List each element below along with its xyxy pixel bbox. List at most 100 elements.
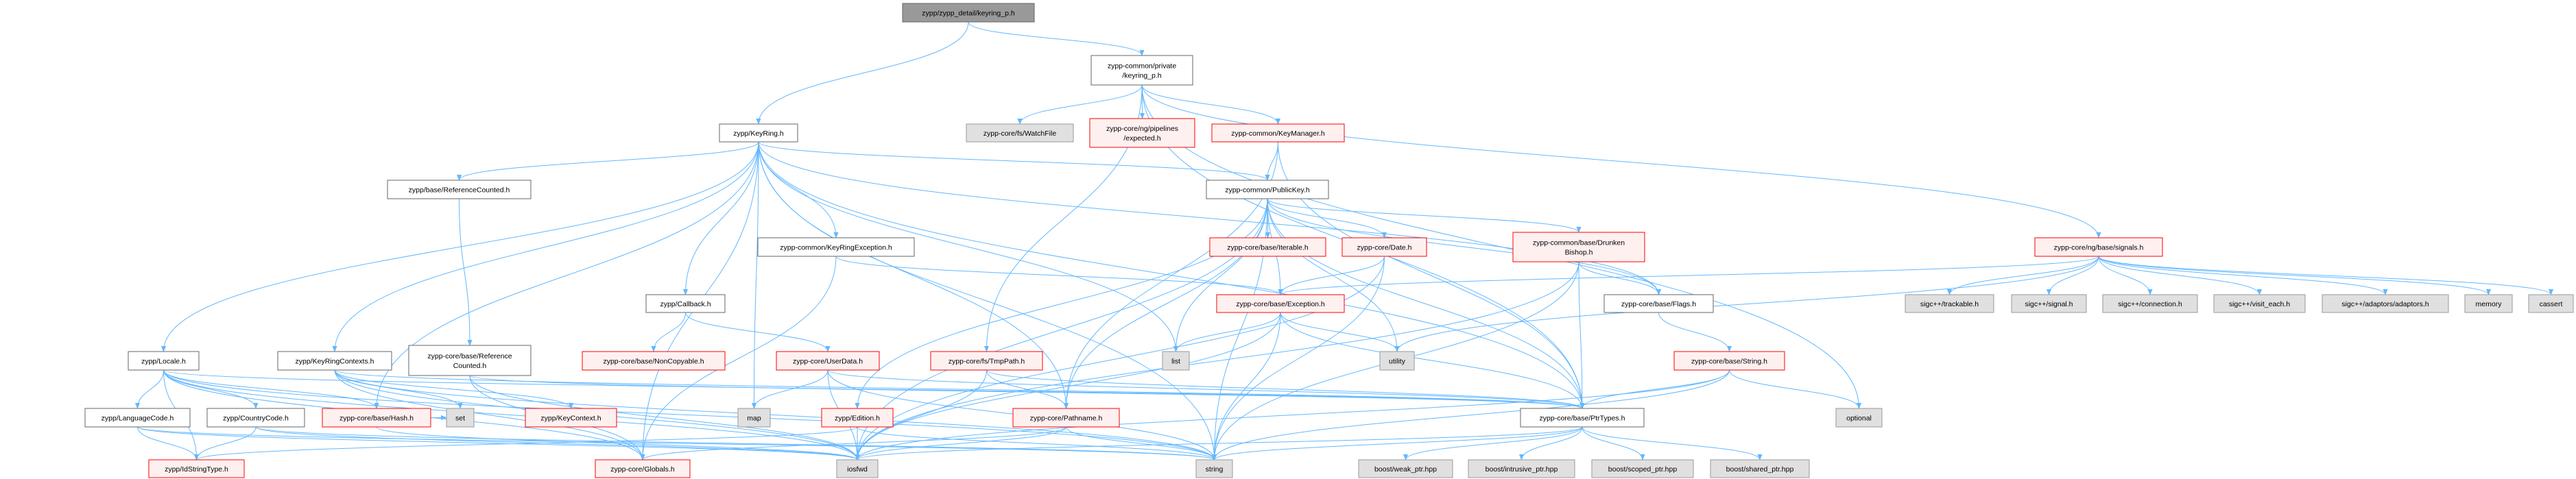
node-callback[interactable]: zypp/Callback.h bbox=[645, 294, 726, 313]
node-box bbox=[1012, 408, 1120, 428]
edge-keyring-to-ptrtypes bbox=[758, 141, 1585, 409]
edge-flags-to-string_h bbox=[1658, 312, 1732, 352]
node-signals[interactable]: zypp-core/ng/base/signals.h bbox=[2034, 237, 2163, 257]
node-flags[interactable]: zypp-core/base/Flags.h bbox=[1603, 294, 1714, 313]
edge-keyring-to-pathname bbox=[758, 141, 1069, 409]
node-publickey[interactable]: zypp-common/PublicKey.h bbox=[1206, 180, 1329, 199]
node-keyring[interactable]: zypp/KeyRing.h bbox=[719, 123, 798, 143]
node-globals[interactable]: zypp-core/Globals.h bbox=[595, 459, 691, 478]
edge-countrycode-to-idstring bbox=[193, 426, 257, 460]
edge-keyring-to-publickey bbox=[758, 141, 1270, 181]
node-expected[interactable]: zypp-core/ng/pipelines/expected.h bbox=[1089, 118, 1195, 148]
node-iosfwd: iosfwd bbox=[836, 459, 879, 478]
node-label: zypp/CountryCode.h bbox=[223, 415, 289, 423]
node-label: list bbox=[1171, 358, 1180, 366]
node-ptrtypes[interactable]: zypp-core/base/PtrTypes.h bbox=[1520, 408, 1645, 428]
node-countrycode[interactable]: zypp/CountryCode.h bbox=[206, 408, 305, 428]
edge-exception-to-string bbox=[1211, 312, 1281, 460]
edge-exception-to-utility bbox=[1280, 312, 1400, 352]
node-tmppath[interactable]: zypp-core/fs/TmpPath.h bbox=[930, 351, 1043, 371]
edge-publickey-to-edition bbox=[855, 198, 1268, 409]
node-exception[interactable]: zypp-core/base/Exception.h bbox=[1216, 294, 1345, 313]
node-idstring[interactable]: zypp/IdStringType.h bbox=[148, 459, 245, 478]
node-edition[interactable]: zypp/Edition.h bbox=[821, 408, 894, 428]
node-box bbox=[322, 408, 431, 428]
edge-edition-to-string bbox=[857, 426, 1217, 460]
node-label: string bbox=[1206, 465, 1224, 474]
node-label: zypp-core/base/NonCopyable.h bbox=[603, 358, 704, 366]
node-box bbox=[148, 459, 245, 478]
edge-langcode-to-string bbox=[137, 426, 1217, 460]
edge-keyringctx-to-keycontext bbox=[334, 369, 574, 409]
node-hash[interactable]: zypp-core/base/Hash.h bbox=[322, 408, 431, 428]
node-label: zypp-core/base/Iterable.h bbox=[1227, 244, 1309, 252]
edge-keyring-to-callback bbox=[682, 141, 759, 295]
node-box bbox=[836, 459, 879, 478]
node-box bbox=[1089, 118, 1195, 148]
node-label: cassert bbox=[2540, 300, 2563, 308]
node-keyringctx[interactable]: zypp/KeyRingContexts.h bbox=[277, 351, 392, 371]
edge-keyring-to-hash bbox=[374, 141, 759, 409]
node-label: sigc++/adaptors/adaptors.h bbox=[2341, 300, 2429, 308]
node-userdata[interactable]: zypp-core/UserData.h bbox=[776, 351, 880, 371]
node-string: string bbox=[1195, 459, 1233, 478]
node-box bbox=[776, 351, 880, 371]
node-string_h[interactable]: zypp-core/base/String.h bbox=[1673, 351, 1785, 371]
node-root[interactable]: zypp/zypp_detail/keyring_p.h bbox=[902, 3, 1035, 23]
edge-signals-to-trackable bbox=[1946, 256, 2099, 295]
node-label: zypp-core/base/PtrTypes.h bbox=[1540, 415, 1625, 423]
edge-locale-to-ptrtypes bbox=[163, 369, 1584, 409]
node-box bbox=[408, 345, 532, 376]
node-label: zypp/Callback.h bbox=[660, 300, 711, 308]
node-pathname[interactable]: zypp-core/Pathname.h bbox=[1012, 408, 1120, 428]
edge-callback-to-noncopyable bbox=[651, 312, 686, 352]
node-privkeyring[interactable]: zypp-common/private/keyring_p.h bbox=[1090, 55, 1193, 86]
edge-locale-to-string bbox=[163, 369, 1217, 460]
node-cassert: cassert bbox=[2528, 294, 2574, 313]
node-box bbox=[446, 408, 475, 428]
node-label: zypp/Locale.h bbox=[141, 358, 186, 366]
node-keymanager[interactable]: zypp-common/KeyManager.h bbox=[1211, 123, 1345, 143]
node-iterable[interactable]: zypp-core/base/Iterable.h bbox=[1209, 237, 1326, 257]
edge-countrycode-to-iosfwd bbox=[255, 426, 860, 460]
node-label: zypp-core/fs/WatchFile bbox=[983, 130, 1057, 138]
node-corerefcounted[interactable]: zypp-core/base/ReferenceCounted.h bbox=[408, 345, 532, 376]
node-label: optional bbox=[1846, 415, 1872, 423]
node-locale[interactable]: zypp/Locale.h bbox=[128, 351, 200, 371]
edge-langcode-to-iosfwd bbox=[137, 426, 860, 460]
node-map: map bbox=[737, 408, 771, 428]
node-box bbox=[525, 408, 617, 428]
edge-locale-to-langcode bbox=[134, 369, 164, 409]
node-refcounted[interactable]: zypp/base/ReferenceCounted.h bbox=[387, 180, 532, 199]
node-noncopyable[interactable]: zypp-core/base/NonCopyable.h bbox=[582, 351, 726, 371]
node-box bbox=[1379, 351, 1415, 371]
node-box bbox=[966, 123, 1074, 143]
node-langcode[interactable]: zypp/LanguageCode.h bbox=[84, 408, 191, 428]
node-watchfile: zypp-core/fs/WatchFile bbox=[966, 123, 1074, 143]
edge-hash-to-iosfwd bbox=[376, 426, 860, 460]
node-keycontext[interactable]: zypp/KeyContext.h bbox=[525, 408, 617, 428]
edge-keyring-to-list bbox=[758, 141, 1179, 352]
node-keyringexc[interactable]: zypp-common/KeyRingException.h bbox=[757, 237, 915, 257]
node-box bbox=[1216, 294, 1345, 313]
node-box bbox=[2528, 294, 2574, 313]
edge-refcounted-to-corerefcounted bbox=[459, 198, 473, 346]
node-box bbox=[645, 294, 726, 313]
edge-pathname-to-globals bbox=[640, 426, 1066, 460]
node-date[interactable]: zypp-core/Date.h bbox=[1341, 237, 1427, 257]
node-label: zypp-core/Date.h bbox=[1357, 244, 1412, 252]
node-label: zypp-core/Globals.h bbox=[610, 465, 675, 474]
node-label: zypp-core/UserData.h bbox=[793, 358, 863, 366]
node-box bbox=[1905, 294, 1994, 313]
edge-keyringctx-to-ptrtypes bbox=[334, 369, 1585, 409]
edge-pathname-to-string bbox=[1066, 426, 1217, 460]
node-box bbox=[595, 459, 691, 478]
node-weakptr: boost/weak_ptr.hpp bbox=[1358, 459, 1453, 478]
edge-publickey-to-pathname bbox=[1063, 198, 1268, 409]
edge-keyring-to-keyringctx bbox=[332, 141, 759, 352]
node-box bbox=[1710, 459, 1810, 478]
edge-root-to-keyring bbox=[756, 21, 969, 125]
edge-root-to-privkeyring bbox=[968, 21, 1145, 56]
